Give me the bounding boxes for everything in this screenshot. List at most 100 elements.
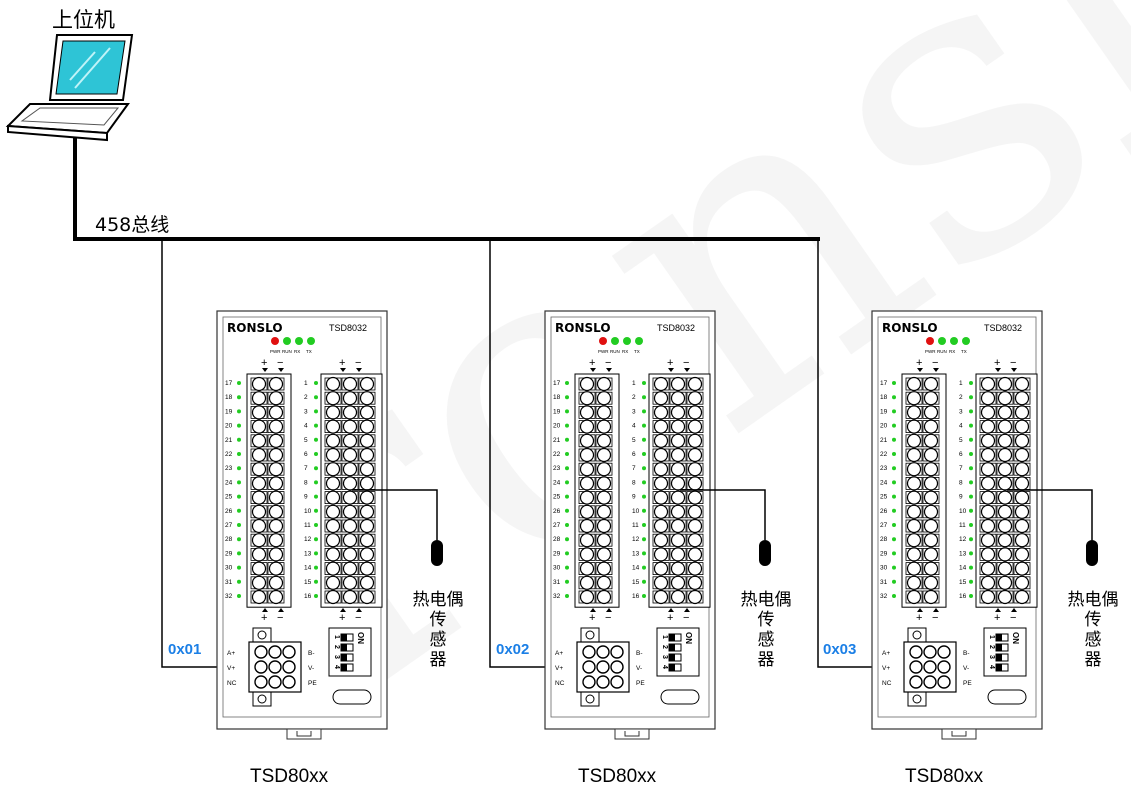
channel-label: 19 xyxy=(553,408,561,415)
terminal-screw xyxy=(342,547,358,562)
din-clip-slot xyxy=(296,731,312,737)
arrow-down xyxy=(668,368,674,372)
channel-led xyxy=(237,423,241,428)
bus-screw xyxy=(610,660,624,674)
dip-number: 3 xyxy=(988,655,995,659)
bus-terminal-label: PE xyxy=(963,680,972,687)
channel-label: 12 xyxy=(304,536,312,543)
channel-label: 28 xyxy=(553,536,561,543)
channel-led xyxy=(314,437,318,442)
terminal-screw xyxy=(342,561,358,576)
terminal-screw xyxy=(579,462,595,477)
arrow-down xyxy=(590,368,596,372)
terminal-screw xyxy=(251,433,267,448)
bus-terminal-label: PE xyxy=(308,680,317,687)
channel-led xyxy=(565,437,569,442)
terminal-screw xyxy=(325,533,341,548)
polarity-minus: − xyxy=(605,612,611,624)
thermocouple-probe xyxy=(1086,540,1098,566)
device-brand: RONSLO xyxy=(555,321,611,335)
terminal-screw xyxy=(342,376,358,392)
channel-led xyxy=(314,381,318,385)
channel-led xyxy=(565,381,569,385)
channel-led xyxy=(969,409,973,414)
terminal-screw xyxy=(687,433,703,448)
terminal-screw xyxy=(653,533,669,548)
channel-label: 21 xyxy=(225,437,233,444)
terminal-screw xyxy=(670,533,686,548)
channel-label: 8 xyxy=(632,479,636,486)
terminal-screw xyxy=(923,405,939,420)
bus-screw xyxy=(923,675,937,689)
arrow-up xyxy=(995,608,1001,612)
channel-led xyxy=(892,409,896,414)
terminal-screw xyxy=(325,575,341,590)
channel-led xyxy=(237,409,241,414)
terminal-screw xyxy=(359,476,375,491)
led-label: PWR xyxy=(925,349,936,354)
arrow-up xyxy=(933,608,939,612)
terminal-screw xyxy=(1014,518,1030,534)
device-1-sensor-label: 热电偶传感器 xyxy=(412,590,464,670)
terminal-screw xyxy=(997,561,1013,576)
led-run xyxy=(938,337,946,345)
channel-label: 5 xyxy=(959,437,963,444)
terminal-screw xyxy=(670,561,686,576)
terminal-screw xyxy=(687,376,703,392)
terminal-screw xyxy=(1014,419,1030,434)
terminal-screw xyxy=(653,589,669,605)
terminal-screw xyxy=(342,419,358,434)
channel-led xyxy=(314,423,318,428)
polarity-plus: + xyxy=(667,357,673,369)
dip-number: 1 xyxy=(333,635,340,639)
bus-screw xyxy=(282,675,296,689)
bus-terminal-label: A+ xyxy=(227,650,235,657)
device-model-text: TSD8032 xyxy=(657,323,695,333)
channel-led xyxy=(969,565,973,570)
channel-label: 16 xyxy=(959,593,967,600)
terminal-screw xyxy=(1014,575,1030,590)
terminal-screw xyxy=(596,561,612,576)
terminal-screw xyxy=(268,533,284,548)
channel-led xyxy=(969,537,973,542)
channel-led xyxy=(565,466,569,471)
channel-label: 27 xyxy=(880,522,888,529)
channel-led xyxy=(892,494,896,499)
channel-led xyxy=(642,409,646,414)
channel-led xyxy=(892,594,896,598)
laptop-base-edge xyxy=(7,124,108,142)
terminal-screw xyxy=(268,462,284,477)
terminal-screw xyxy=(1014,561,1030,576)
led-tx xyxy=(962,337,970,345)
channel-label: 29 xyxy=(880,550,888,557)
bus-screw xyxy=(596,645,610,659)
bus-terminal-label: PE xyxy=(636,680,645,687)
terminal-screw xyxy=(1014,391,1030,406)
bus-screw xyxy=(937,645,951,659)
channel-led xyxy=(565,494,569,499)
channel-led xyxy=(565,452,569,456)
channel-label: 31 xyxy=(880,579,888,586)
connector-tab-screw xyxy=(585,694,595,704)
terminal-screw xyxy=(687,476,703,491)
arrow-up xyxy=(606,608,612,612)
terminal-screw xyxy=(268,504,284,519)
channel-led xyxy=(892,579,896,584)
channel-led xyxy=(969,466,973,471)
terminal-screw xyxy=(980,447,996,463)
arrow-down xyxy=(340,368,346,372)
channel-led xyxy=(892,381,896,385)
din-clip xyxy=(614,728,650,740)
channel-led xyxy=(892,437,896,442)
channel-label: 9 xyxy=(959,494,963,501)
terminal-screw xyxy=(923,391,939,406)
polarity-minus: − xyxy=(932,612,938,624)
channel-label: 10 xyxy=(304,508,312,515)
terminal-screw xyxy=(325,589,341,605)
din-clip xyxy=(941,728,977,740)
terminal-screw xyxy=(579,575,595,590)
din-clip xyxy=(286,728,322,740)
bus-screw xyxy=(909,660,923,674)
channel-label: 2 xyxy=(632,394,636,401)
channel-label: 25 xyxy=(553,494,561,501)
